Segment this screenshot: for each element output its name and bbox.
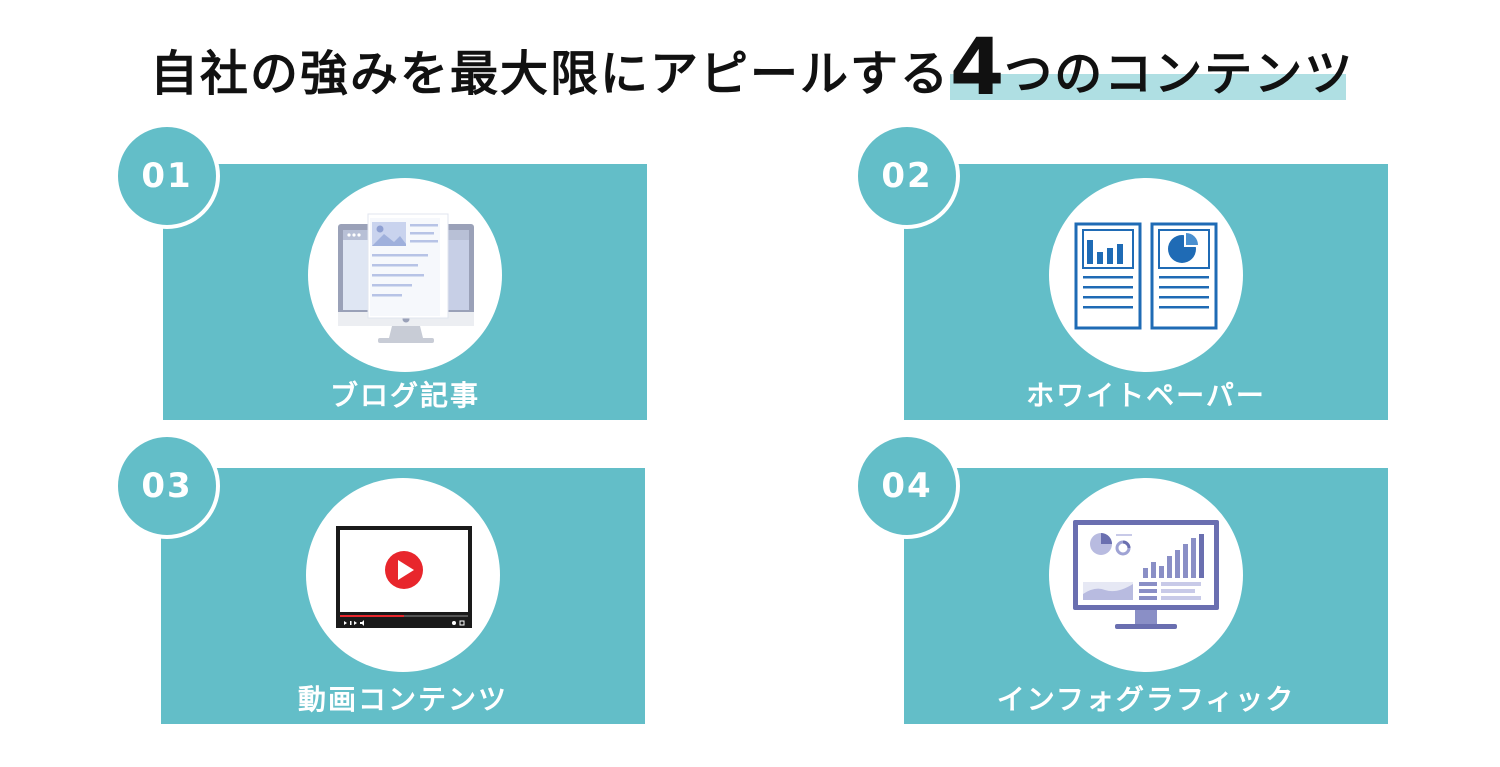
content-card-infographic: インフォグラフィック	[904, 468, 1388, 724]
icon-circle	[1049, 478, 1243, 672]
card-number-badge: 02	[854, 123, 960, 229]
card-number-badge: 04	[854, 433, 960, 539]
video-player-icon	[336, 526, 472, 628]
icon-circle	[1049, 178, 1243, 372]
infographic-monitor-icon	[1073, 520, 1219, 629]
card-label: ブログ記事	[329, 379, 480, 412]
title-suffix: つのコンテンツ	[1004, 46, 1355, 102]
card-number-badge: 01	[114, 123, 220, 229]
page-title: 自社の強みを最大限にアピールする4つのコンテンツ	[150, 29, 1352, 107]
content-card-whitepaper: ホワイトペーパー	[904, 164, 1388, 420]
card-label: インフォグラフィック	[996, 683, 1296, 716]
monitor-blog-icon	[338, 213, 474, 343]
card-label: 動画コンテンツ	[297, 683, 508, 716]
icon-circle	[306, 478, 500, 672]
content-card-blog: ブログ記事	[163, 164, 647, 420]
title-prefix: 自社の強みを最大限にアピールする	[150, 46, 951, 102]
title-number: 4	[950, 23, 1005, 113]
icon-circle	[308, 178, 502, 372]
card-label: ホワイトペーパー	[1026, 379, 1266, 412]
title-highlight-bar	[950, 74, 1346, 100]
card-number-badge: 03	[114, 433, 220, 539]
content-card-video: 動画コンテンツ	[161, 468, 645, 724]
page-title-area: 自社の強みを最大限にアピールする4つのコンテンツ	[0, 22, 1500, 112]
report-documents-icon	[1074, 222, 1218, 330]
